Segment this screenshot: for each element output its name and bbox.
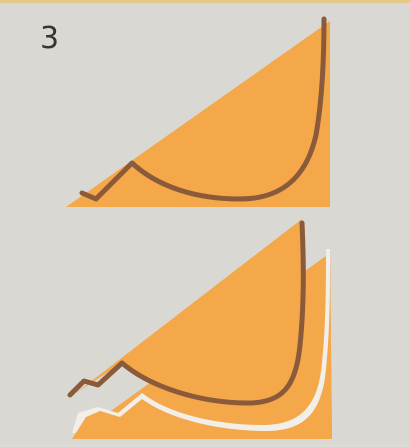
top-panel <box>66 19 330 207</box>
bottom-panel <box>70 219 332 439</box>
folding-diagram <box>0 3 410 447</box>
